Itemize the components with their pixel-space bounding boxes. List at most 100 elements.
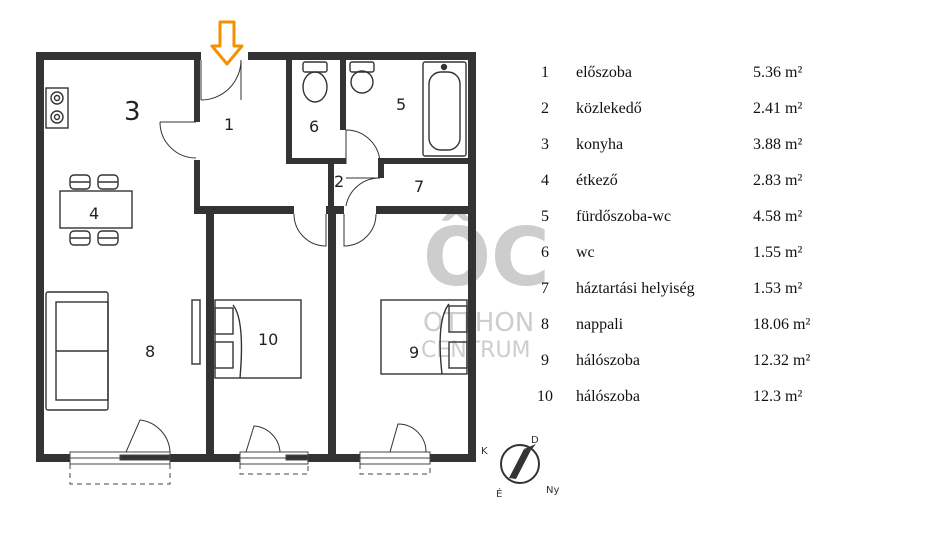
room-label-6: 6: [309, 117, 319, 136]
door-storage: [345, 177, 381, 207]
fixtures: [45, 61, 468, 411]
wall-top-left: [36, 52, 201, 60]
legend-number: 5: [541, 208, 549, 225]
room-label-9: 9: [409, 343, 419, 362]
entrance-arrow-icon: [210, 20, 244, 66]
wall-wc-bottom: [286, 158, 346, 164]
legend-number: 2: [541, 100, 549, 117]
legend-room-name: előszoba: [576, 64, 632, 81]
door-balcony-9: [389, 423, 427, 453]
legend-room-name: hálószoba: [576, 352, 640, 369]
sofa-icon: [45, 291, 109, 411]
balcony-living: [69, 464, 171, 485]
legend-room-area: 1.55 m²: [753, 244, 803, 261]
legend-number: 4: [541, 172, 549, 189]
room-label-10: 10: [258, 330, 278, 349]
balcony-bedroom-9: [359, 464, 431, 475]
door-kitchen: [159, 121, 197, 159]
legend-room-area: 4.58 m²: [753, 208, 803, 225]
room-numbers: 1 2 3 4 5 6 7 8 9 10: [89, 95, 424, 362]
legend-row: 8 nappali 18.06 m²: [528, 312, 828, 348]
watermark-line1: OTTHON: [423, 308, 534, 338]
legend-room-area: 3.88 m²: [753, 136, 803, 153]
wall-storage-left: [378, 158, 384, 178]
door-entrance: [200, 59, 242, 101]
door-bedroom-9: [343, 213, 377, 247]
legend-row: 5 fürdőszoba-wc 4.58 m²: [528, 204, 828, 240]
legend-room-name: háztartási helyiség: [576, 280, 695, 297]
compass-east: K: [481, 446, 488, 457]
windows: [69, 451, 431, 485]
legend-row: 1 előszoba 5.36 m²: [528, 60, 828, 96]
wall-living-bedroom: [206, 206, 214, 462]
toilet-icon: [302, 61, 328, 103]
legend-room-name: nappali: [576, 316, 624, 333]
doors: [125, 59, 427, 453]
wall-corridor-left: [328, 164, 334, 214]
room-label-1: 1: [224, 115, 234, 134]
door-balcony-living: [125, 419, 171, 453]
tv-icon: [191, 299, 201, 365]
bed-icon-10: [214, 299, 302, 379]
legend-room-area: 12.32 m²: [753, 352, 811, 369]
wall-top-right: [248, 52, 476, 60]
legend-number: 7: [541, 280, 549, 297]
legend-room-area: 5.36 m²: [753, 64, 803, 81]
legend-row: 9 hálószoba 12.32 m²: [528, 348, 828, 384]
legend-room-name: étkező: [576, 172, 618, 189]
wall-kitchen-right-low: [194, 160, 200, 212]
legend-room-area: 12.3 m²: [753, 388, 803, 405]
legend-row: 10 hálószoba 12.3 m²: [528, 384, 828, 420]
legend-room-area: 18.06 m²: [753, 316, 811, 333]
otthon-centrum-watermark: ÔC OTTHON CENTRUM: [421, 210, 550, 363]
wall-right: [468, 52, 476, 462]
wall-kitchen-right: [194, 52, 200, 122]
room-label-7: 7: [414, 177, 424, 196]
door-wc: [345, 129, 381, 165]
wall-left: [36, 52, 44, 462]
legend-room-area: 2.41 m²: [753, 100, 803, 117]
room-label-8: 8: [145, 342, 155, 361]
legend-number: 1: [541, 64, 549, 81]
legend-room-name: közlekedő: [576, 100, 642, 117]
legend-row: 7 háztartási helyiség 1.53 m²: [528, 276, 828, 312]
legend-room-area: 2.83 m²: [753, 172, 803, 189]
room-label-2: 2: [334, 172, 344, 191]
legend-row: 4 étkező 2.83 m²: [528, 168, 828, 204]
legend-number: 6: [541, 244, 549, 261]
watermark-logo: ÔC: [423, 210, 550, 304]
door-bedroom-10: [293, 213, 327, 247]
legend-room-name: hálószoba: [576, 388, 640, 405]
toilet-icon-bath: [349, 61, 375, 94]
wall-wc-left: [286, 52, 292, 162]
wall-bedrooms: [328, 206, 336, 462]
compass-south: D: [531, 435, 539, 446]
legend-row: 2 közlekedő 2.41 m²: [528, 96, 828, 132]
room-area-legend: 1 előszoba 5.36 m² 2 közlekedő 2.41 m² 3…: [528, 60, 828, 420]
wall-hall-bottom-far: [376, 206, 476, 214]
legend-row: 3 konyha 3.88 m²: [528, 132, 828, 168]
legend-room-name: konyha: [576, 136, 624, 153]
legend-number: 8: [541, 316, 549, 333]
door-balcony-10: [245, 425, 281, 453]
room-label-3: 3: [124, 97, 141, 127]
dining-table-icon: [59, 174, 133, 246]
compass-north: É: [496, 487, 502, 500]
bed-icon-9: [380, 299, 468, 375]
wall-bath-bottom: [380, 158, 476, 164]
legend-room-name: wc: [576, 244, 595, 261]
wall-wc-right: [340, 52, 346, 130]
legend-room-area: 1.53 m²: [753, 280, 803, 297]
legend-row: 6 wc 1.55 m²: [528, 240, 828, 276]
compass-west: Ny: [546, 485, 559, 496]
legend-number: 9: [541, 352, 549, 369]
compass-icon: K D É Ny: [481, 435, 559, 500]
legend-number: 3: [541, 136, 549, 153]
room-label-5: 5: [396, 95, 406, 114]
wall-hall-bottom-left: [194, 206, 294, 214]
room-label-4: 4: [89, 204, 99, 223]
bathtub-icon: [422, 61, 467, 157]
legend-room-name: fürdőszoba-wc: [576, 208, 672, 225]
balcony-bedroom-10: [239, 464, 309, 475]
